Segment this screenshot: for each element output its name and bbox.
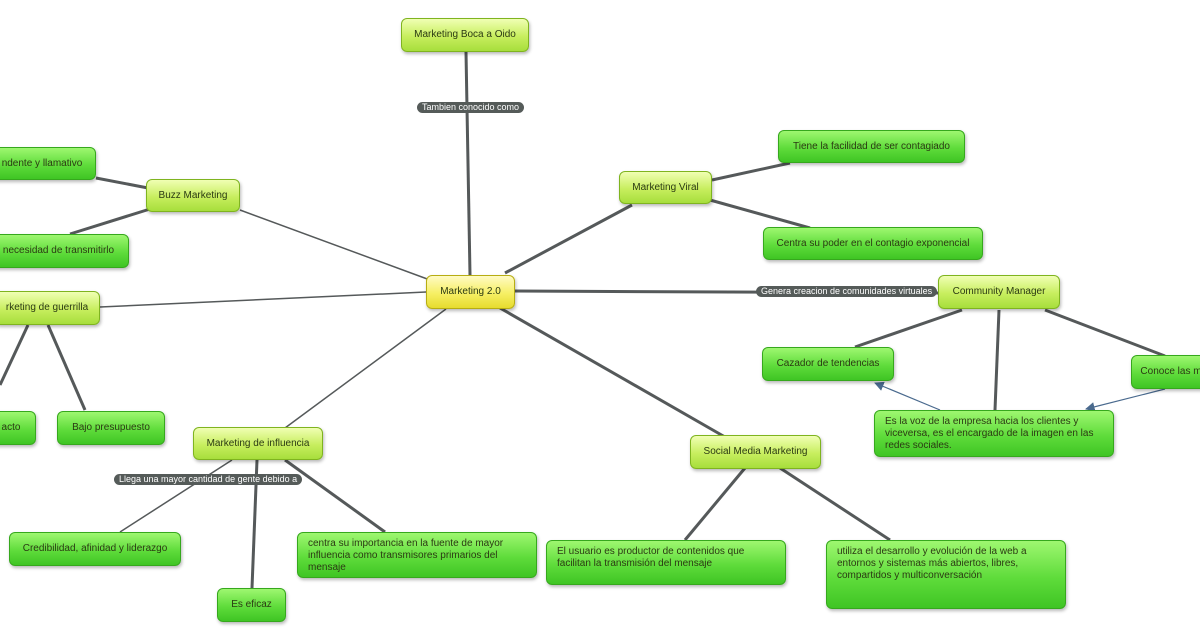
link-viral-b: [709, 198, 811, 230]
node-inf-centra[interactable]: centra su importancia en la fuente de ma…: [297, 532, 537, 578]
link-sm-utiliza: [779, 466, 891, 542]
node-guer-impacto[interactable]: acto: [0, 411, 36, 445]
node-cm-voz[interactable]: Es la voz de la empresa hacia los client…: [874, 410, 1114, 457]
node-sm-utiliza[interactable]: utiliza el desarrollo y evolución de la …: [826, 540, 1066, 609]
node-viral-contagiado[interactable]: Tiene la facilidad de ser contagiado: [778, 130, 965, 163]
node-inf-eficaz[interactable]: Es eficaz: [217, 588, 286, 622]
link-center-viral: [504, 203, 633, 275]
node-boca-a-oido[interactable]: Marketing Boca a Oido: [401, 18, 529, 52]
link-buzz-a: [95, 176, 149, 190]
link-buzz-b: [69, 207, 151, 236]
link-inf-centra: [284, 458, 386, 534]
arrow-voz-cazador: [874, 381, 941, 411]
node-buzz-marketing[interactable]: Buzz Marketing: [146, 179, 240, 212]
link-sm-usuario: [683, 467, 747, 541]
link-label-llega: Llega una mayor cantidad de gente debido…: [114, 474, 303, 485]
arrow-conoce-voz: [1085, 388, 1166, 412]
link-cm-conoce: [1044, 308, 1166, 358]
central-node[interactable]: Marketing 2.0: [426, 275, 515, 309]
link-label-genera: Genera creacion de comunidades virtuales: [756, 286, 938, 297]
node-social-media-marketing[interactable]: Social Media Marketing: [690, 435, 821, 469]
node-community-manager[interactable]: Community Manager: [938, 275, 1060, 309]
link-center-boca: [464, 51, 472, 276]
node-inf-credibilidad[interactable]: Credibilidad, afinidad y liderazgo: [9, 532, 181, 566]
node-marketing-guerrilla[interactable]: rketing de guerrilla: [0, 291, 100, 325]
node-buzz-llamativo[interactable]: ndente y llamativo: [0, 147, 96, 180]
link-label-tambien: Tambien conocido como: [417, 102, 525, 113]
link-center-social: [499, 306, 726, 439]
node-buzz-transmitirlo[interactable]: necesidad de transmitirlo: [0, 234, 129, 268]
link-viral-a: [711, 161, 791, 182]
node-viral-exponencial[interactable]: Centra su poder en el contagio exponenci…: [763, 227, 983, 260]
link-center-guerrilla: [99, 291, 427, 308]
link-center-influencia: [284, 308, 447, 429]
node-cm-cazador[interactable]: Cazador de tendencias: [762, 347, 894, 381]
link-cm-cazador: [854, 308, 963, 349]
node-marketing-influencia[interactable]: Marketing de influencia: [193, 427, 323, 460]
node-cm-conoce[interactable]: Conoce las m: [1131, 355, 1200, 389]
link-center-buzz: [239, 209, 431, 281]
node-marketing-viral[interactable]: Marketing Viral: [619, 171, 712, 204]
link-inf-cred: [119, 459, 233, 533]
link-cm-voz: [993, 309, 1001, 411]
link-guer-bajo: [46, 324, 87, 411]
node-sm-usuario[interactable]: El usuario es productor de contenidos qu…: [546, 540, 786, 585]
link-guer-impacto: [0, 324, 30, 386]
node-guer-bajo-presupuesto[interactable]: Bajo presupuesto: [57, 411, 165, 445]
